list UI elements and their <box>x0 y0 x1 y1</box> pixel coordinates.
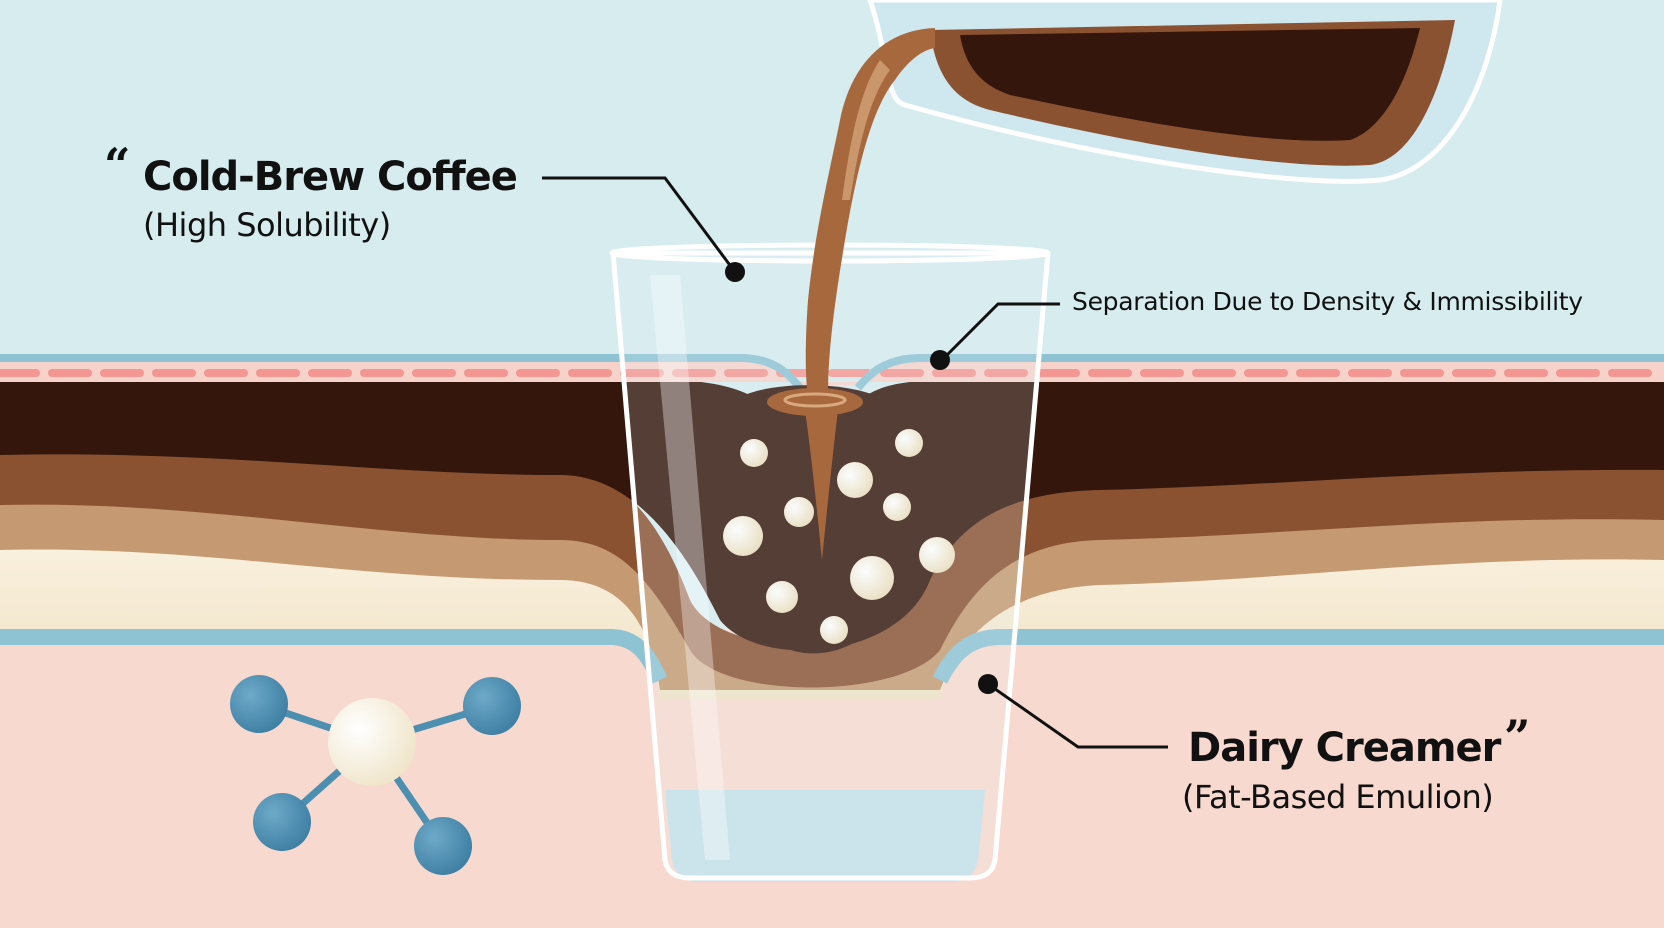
coffee-title: Cold-Brew Coffee <box>143 154 518 200</box>
pitcher-coffee-inner <box>960 28 1420 141</box>
coffee-light-layer <box>0 485 1664 690</box>
cream-bubble <box>883 493 911 521</box>
leader-lines <box>542 176 1168 749</box>
molecule-icon <box>230 675 521 875</box>
bottom-blue-line <box>0 629 1664 684</box>
cream-bubble <box>850 556 894 600</box>
glass-highlight <box>650 275 730 860</box>
pour-drip <box>805 410 838 560</box>
cream-bubble <box>820 616 848 644</box>
cream-bubble <box>723 516 763 556</box>
separation-label: Separation Due to Density & Immissibilit… <box>1072 287 1583 316</box>
coffee-mid-layer <box>0 440 1664 688</box>
glass-base-water <box>665 790 985 882</box>
layer-stack <box>0 354 1664 700</box>
molecule-atom <box>414 817 472 875</box>
creamer-title: Dairy Creamer <box>1188 725 1501 771</box>
cream-bubbles <box>723 429 955 644</box>
coffee-subtitle: (High Solubility) <box>143 206 391 244</box>
pour-splash-ring <box>783 392 847 408</box>
molecule-atom <box>253 793 311 851</box>
pour-stream <box>767 28 935 560</box>
molecule-atom <box>230 675 288 733</box>
pour-stream-highlight <box>842 60 890 200</box>
pink-band <box>0 360 1664 385</box>
top-blue-line <box>0 354 1664 391</box>
cream-bubble <box>837 462 873 498</box>
close-quote-mark: ” <box>1504 710 1531 764</box>
coffee-leader-line <box>542 176 737 273</box>
pitcher-icon <box>867 0 1503 184</box>
molecule-core-atom <box>328 698 416 786</box>
cream-bubble <box>895 429 923 457</box>
cream-bubble <box>766 581 798 613</box>
separation-leader-line <box>938 302 1060 364</box>
creamer-leader-dot <box>978 674 998 694</box>
coffee-leader-dot <box>725 262 745 282</box>
cream-bubble <box>784 497 814 527</box>
leader-dots <box>725 262 998 694</box>
creamer-subtitle: (Fat-Based Emulion) <box>1182 778 1494 816</box>
creamer-leader-line <box>987 682 1168 749</box>
open-quote-mark: “ <box>104 138 131 192</box>
separation-leader-dot <box>930 350 950 370</box>
molecule-atom <box>463 677 521 735</box>
glass-body <box>610 250 1051 881</box>
cream-bubble <box>740 439 768 467</box>
cream-bubble <box>919 537 955 573</box>
